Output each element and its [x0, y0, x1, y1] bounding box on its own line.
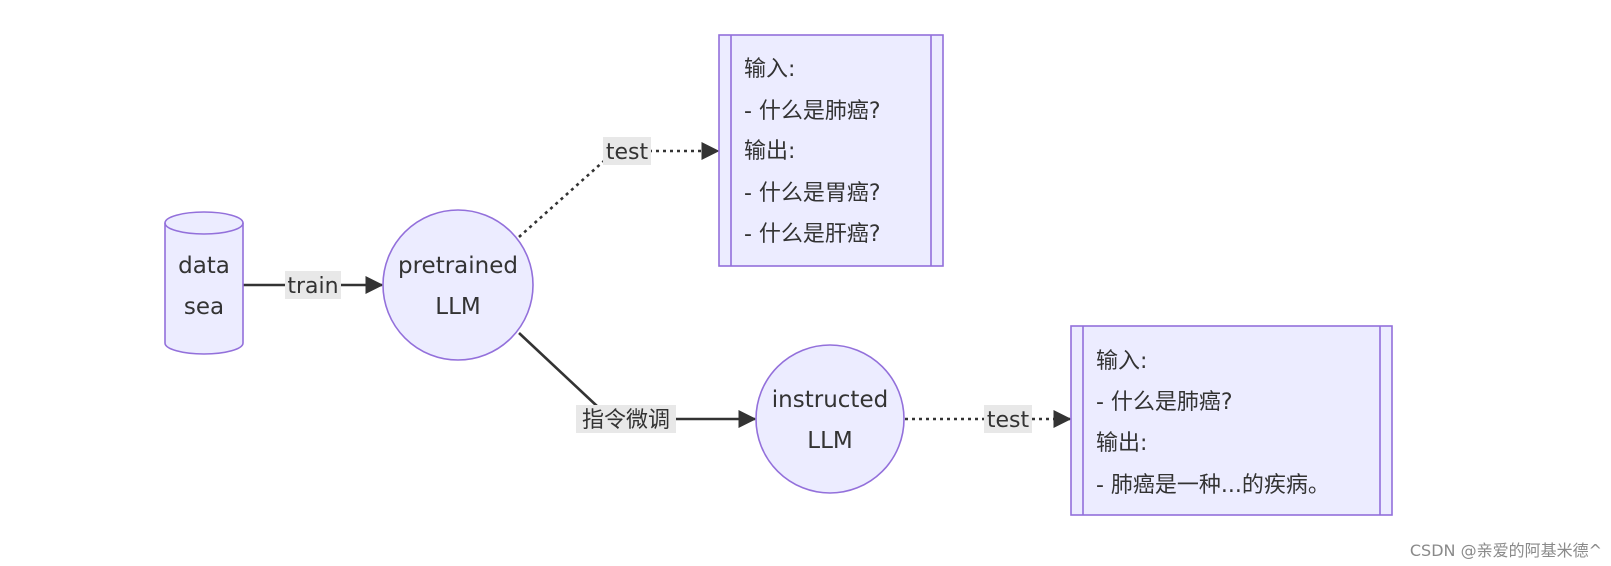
edge-label-train: train [287, 274, 338, 299]
box2-line-3: 输出: [1096, 431, 1147, 456]
node-pretrained-llm: pretrained LLM [382, 209, 534, 361]
node-data-sea-line-2: sea [184, 294, 224, 320]
node-data-sea: data sea [164, 211, 244, 355]
node-instructed-line-2: LLM [807, 428, 852, 454]
edge-finetune: 指令微调 [518, 332, 757, 433]
edge-label-bg [285, 271, 341, 299]
edge-test-instructed: test [905, 405, 1072, 433]
box1-line-2: - 什么是肺癌? [744, 99, 881, 124]
edge-train: train [243, 271, 384, 299]
node-instructed-llm: instructed LLM [755, 344, 905, 494]
node-instructed-line-1: instructed [772, 387, 888, 413]
edge-label-test-pretrained: test [606, 140, 649, 165]
edge-test-pretrained: test [518, 137, 720, 238]
watermark: CSDN @亲爱的阿基米德^ [1410, 541, 1602, 560]
box1-line-1: 输入: [744, 57, 795, 82]
box1-line-3: 输出: [744, 139, 795, 164]
node-test-output-instructed: 输入: - 什么是肺癌? 输出: - 肺癌是一种...的疾病。 [1070, 325, 1393, 516]
node-data-sea-line-1: data [178, 253, 230, 279]
box2-line-1: 输入: [1096, 349, 1147, 374]
node-pretrained-line-2: LLM [435, 294, 480, 320]
node-pretrained-line-1: pretrained [398, 253, 518, 279]
edge-label-bg [603, 137, 651, 165]
box1-line-4: - 什么是胃癌? [744, 181, 881, 206]
box2-line-4: - 肺癌是一种...的疾病。 [1096, 473, 1330, 498]
edge-label-bg [984, 405, 1032, 433]
box1-line-5: - 什么是肝癌? [744, 222, 881, 247]
node-test-output-pretrained: 输入: - 什么是肺癌? 输出: - 什么是胃癌? - 什么是肝癌? [718, 34, 944, 267]
edge-label-test-instructed: test [987, 408, 1030, 433]
edge-label-finetune: 指令微调 [582, 408, 670, 433]
box2-line-2: - 什么是肺癌? [1096, 390, 1233, 415]
edge-label-bg [576, 405, 676, 433]
